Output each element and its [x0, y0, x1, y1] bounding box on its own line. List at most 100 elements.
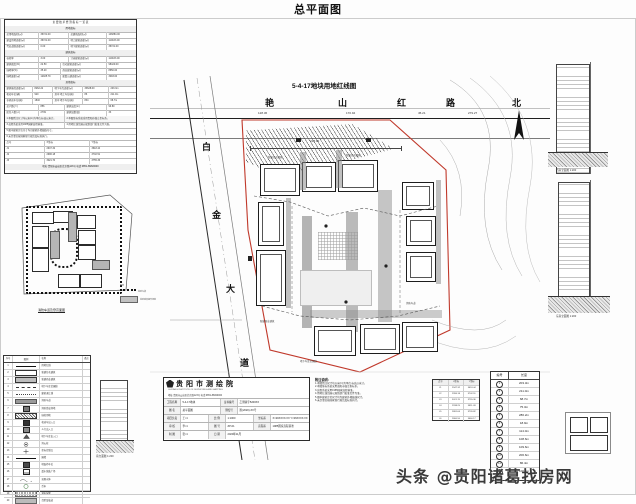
building-block — [338, 160, 378, 192]
inset-building — [58, 274, 80, 288]
circled-number: 12 — [496, 469, 503, 476]
cell: 4.用地红线范围以规划部门批准文件为准。 — [66, 123, 112, 126]
cell: 其中:地上车位(辆) — [53, 92, 83, 98]
coordinate-cell: 3755.36 — [467, 399, 476, 402]
cell: 2739 — [39, 110, 65, 116]
length-row: 4 75.3m — [491, 404, 539, 412]
field-value: X=29XXXX.XX Y=36XXXX.XX — [272, 417, 308, 420]
legend-no: 14 — [4, 455, 13, 462]
length-row: 9 109.6m — [491, 444, 539, 452]
cell: 建筑高度(m) — [65, 104, 107, 110]
legend-row: 4 地下车库范围线 — [4, 384, 90, 392]
cell: 容积率 — [5, 56, 39, 62]
field-value: 2020年11月 — [227, 433, 242, 436]
coordinate-cell: J6 — [433, 416, 449, 422]
coordinate-row: J4 2938.25 3811.09 — [433, 404, 479, 411]
length-no: 2 — [491, 388, 509, 396]
econ-section-header: 其他指标 — [5, 80, 136, 87]
legend-symbol — [13, 419, 40, 426]
cell: 其中:地下车位(辆) — [53, 98, 83, 104]
inset-caption: 消防车道及登高面图 — [38, 308, 66, 312]
length-value: 211.0m — [519, 389, 529, 393]
length-row: 12 100.6m — [491, 468, 539, 476]
cell: 3.高程系统采用1985国家高程基准。 — [5, 122, 65, 128]
econ-footnote: 地址:贵阳市云岩区北京路123号 电话:0851-86820000 — [5, 164, 136, 170]
cell: 2996.18 — [45, 152, 90, 158]
cell: 2947.32 — [45, 146, 90, 152]
legend-no: 19 — [4, 490, 13, 497]
vehicle-entry-icon — [22, 419, 30, 426]
legend-row: 11 地下车库出入口 — [4, 433, 90, 442]
coordinate-header: Y坐标 — [468, 381, 475, 383]
cell: 3.00 — [39, 56, 69, 62]
length-value: 203.3m — [518, 381, 529, 385]
coordinate-row: J1 2947.32 3618.44 — [433, 386, 479, 393]
parcel-title: 5-4-17地块用地红线图 — [292, 83, 357, 90]
coordinate-cell: 3660.17 — [467, 417, 476, 420]
length-no: 4 — [491, 404, 509, 412]
note-item: 6.未尽事宜按国家现行规范及标准执行。 — [315, 399, 360, 403]
step-icon — [15, 497, 37, 504]
length-no: 1 — [491, 380, 509, 388]
hatch-icon — [15, 412, 37, 419]
length-row: 1 203.3m — [491, 380, 539, 388]
cell: 36721.00 — [39, 38, 69, 44]
title-block-row: 图 名 总平面图 测绘号 黔(2020)-XX号 — [164, 406, 309, 415]
legend-symbol — [13, 441, 40, 448]
circled-number: 4 — [496, 405, 503, 412]
company-address: 地址:贵阳市云岩区北京路123号 电话:0851-86820000 — [168, 395, 222, 397]
length-row: 5 286.2m — [491, 412, 539, 420]
elevation-drawing-2 — [558, 182, 590, 312]
length-row: 2 211.0m — [491, 388, 539, 396]
length-header-no: 编号 — [491, 372, 509, 379]
coordinate-cell: 3726.82 — [467, 411, 476, 414]
key-plan-stamp — [565, 412, 611, 454]
field-value: ZP-01 — [226, 423, 254, 431]
cell: 建筑密度(%) — [5, 62, 39, 68]
table-row: 点号 X坐标 Y坐标 — [5, 140, 136, 147]
length-value: 286.2m — [518, 413, 529, 417]
cell: 3093.00 — [108, 75, 118, 78]
legend-no: 4 — [4, 384, 13, 391]
fire-lane-swatch — [120, 289, 136, 294]
field-label: 工程名称 — [164, 399, 181, 407]
cell: 绿地率(%) — [5, 68, 39, 74]
cell: 地下建筑面积(㎡) — [69, 44, 107, 50]
table-row: 6.未尽事宜按国家现行规范及标准执行。 — [5, 134, 136, 141]
field-label: 证书编号 — [221, 399, 238, 407]
floor-lines — [101, 381, 127, 443]
road-label-baijin-1: 白 — [202, 143, 212, 153]
coordinate-cell: J3 — [433, 398, 449, 404]
cell: 33628.00 — [83, 86, 109, 92]
cad-note: 新建住宅建筑 — [268, 156, 283, 159]
legend-row: 17 景观水体 — [4, 476, 90, 484]
dimension-value: 279.27 — [468, 111, 478, 115]
field-label: 日 期 — [209, 431, 226, 439]
cell: 建筑基底面积(㎡) — [5, 86, 33, 92]
field-label: 制 图 — [164, 431, 181, 439]
inset-landing-area — [68, 212, 77, 242]
page-title: 总平面图 — [294, 3, 342, 16]
length-no: 3 — [491, 396, 509, 404]
cell: 36721.00 — [39, 32, 69, 38]
inset-building — [78, 230, 96, 245]
length-value: 100.6m — [518, 469, 529, 473]
inset-building — [78, 245, 96, 260]
inset-legend-label: 消防车道 — [138, 290, 147, 293]
legend-row: 2 新建住宅建筑 — [4, 370, 90, 378]
legend-no: 17 — [4, 476, 13, 483]
legend-row: 7 消防登高场地 — [4, 405, 90, 413]
cell: 834 — [83, 98, 109, 104]
inset-building — [77, 215, 96, 229]
cell: 6.未尽事宜按国家现行规范及标准执行。 — [6, 135, 50, 138]
company-name: 贵阳市测绘院 — [176, 379, 236, 388]
circled-number: 11 — [496, 461, 503, 468]
note-item: 1.本图所注尺寸均以米(m)为单位,标高以米计。 — [315, 382, 367, 385]
legend-no: 13 — [4, 448, 13, 455]
legend-col-no: 序号 — [4, 356, 13, 362]
coordinate-cell: 2938.25 — [449, 404, 465, 410]
cell: 建设用地面积(㎡) — [5, 38, 39, 44]
length-no: 10 — [491, 452, 509, 460]
legend-label: 围墙 — [40, 455, 83, 462]
legend-no: 10 — [4, 426, 13, 433]
